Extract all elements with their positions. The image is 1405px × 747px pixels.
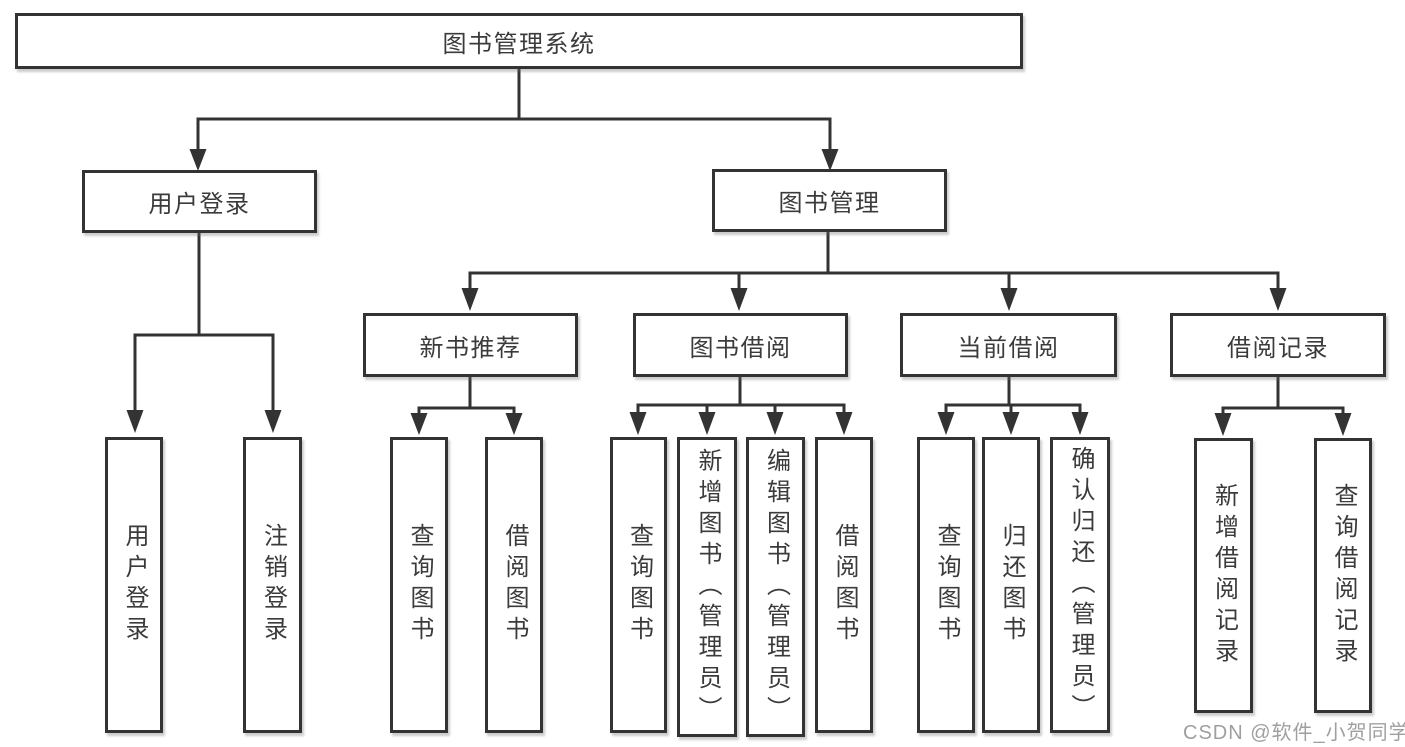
node-leaf-current-query-books: 查询图书 <box>917 437 975 733</box>
arrowhead <box>1214 413 1232 436</box>
node-leaf-edit-books-admin: 编辑图书（管理员） <box>746 437 805 737</box>
node-leaf-borrow-query-books-label: 查询图书 <box>625 523 653 647</box>
node-leaf-add-books-admin: 新增图书（管理员） <box>677 437 737 737</box>
node-root: 图书管理系统 <box>15 13 1023 69</box>
connector-book-borrow-to-children <box>629 377 853 435</box>
node-leaf-add-borrow-record-label: 新增借阅记录 <box>1210 482 1238 669</box>
node-leaf-add-borrow-record: 新增借阅记录 <box>1194 438 1253 713</box>
node-new-book-recommend-label: 新书推荐 <box>419 334 522 362</box>
node-current-borrow-label: 当前借阅 <box>957 334 1060 362</box>
node-leaf-user-login-label: 用户登录 <box>121 523 148 647</box>
node-root-label: 图书管理系统 <box>442 30 596 58</box>
node-leaf-confirm-return-admin-label: 确认归还（管理员） <box>1067 445 1094 725</box>
node-leaf-edit-books-admin-label: 编辑图书（管理员） <box>762 447 790 727</box>
arrowhead <box>821 149 839 171</box>
arrowhead <box>1000 288 1018 311</box>
node-leaf-current-query-books-label: 查询图书 <box>933 523 960 647</box>
node-leaf-confirm-return-admin: 确认归还（管理员） <box>1050 437 1110 733</box>
arrowhead <box>461 288 479 311</box>
node-new-book-recommend: 新书推荐 <box>363 313 578 377</box>
arrowhead <box>835 412 853 435</box>
arrowhead <box>1334 413 1352 436</box>
arrowhead <box>505 413 523 435</box>
node-leaf-recommend-query-books: 查询图书 <box>390 437 448 733</box>
connector-borrow-records-to-children <box>1214 377 1352 436</box>
connector-user-login-to-children <box>126 233 282 433</box>
node-leaf-recommend-borrow-books-label: 借阅图书 <box>501 523 528 647</box>
arrowhead <box>1269 288 1287 311</box>
node-leaf-borrow-borrow-books: 借阅图书 <box>815 437 873 733</box>
node-leaf-query-borrow-record-label: 查询借阅记录 <box>1330 482 1357 669</box>
arrowhead <box>730 288 748 311</box>
arrowhead <box>264 410 282 433</box>
node-leaf-add-books-admin-label: 新增图书（管理员） <box>694 447 721 727</box>
node-leaf-borrow-query-books: 查询图书 <box>610 437 667 733</box>
node-borrow-records: 借阅记录 <box>1170 313 1386 377</box>
node-leaf-query-borrow-record: 查询借阅记录 <box>1314 438 1372 713</box>
node-leaf-return-books-label: 归还图书 <box>998 523 1025 647</box>
node-leaf-user-login: 用户登录 <box>105 437 163 733</box>
node-leaf-recommend-borrow-books: 借阅图书 <box>485 437 543 733</box>
arrowhead <box>410 413 428 435</box>
connector-current-borrow-to-children <box>937 377 1089 435</box>
connector-book-mgmt-to-level3 <box>461 232 1287 311</box>
node-leaf-logout: 注销登录 <box>243 437 302 733</box>
arrowhead <box>1002 412 1020 435</box>
node-leaf-borrow-borrow-books-label: 借阅图书 <box>831 523 858 647</box>
csdn-watermark: CSDN @软件_小贺同学 <box>1183 722 1405 744</box>
connector-new-book-to-children <box>410 377 523 435</box>
node-book-borrow-label: 图书借阅 <box>689 334 792 362</box>
node-leaf-return-books: 归还图书 <box>982 437 1040 733</box>
arrowhead <box>1071 412 1089 435</box>
arrowhead <box>937 412 955 435</box>
node-book-management: 图书管理 <box>712 169 947 232</box>
connector-root-to-level2 <box>189 69 839 171</box>
node-current-borrow: 当前借阅 <box>900 313 1117 377</box>
arrowhead <box>629 412 647 435</box>
node-borrow-records-label: 借阅记录 <box>1227 334 1329 362</box>
node-book-management-label: 图书管理 <box>778 190 881 217</box>
node-leaf-recommend-query-books-label: 查询图书 <box>406 523 433 647</box>
node-user-login: 用户登录 <box>82 170 317 233</box>
node-user-login-label: 用户登录 <box>148 191 251 218</box>
node-leaf-logout-label: 注销登录 <box>259 523 287 647</box>
arrowhead <box>189 149 207 171</box>
arrowhead <box>766 412 784 435</box>
arrowhead <box>126 410 144 433</box>
arrowhead <box>698 412 716 435</box>
node-book-borrow: 图书借阅 <box>633 313 848 377</box>
